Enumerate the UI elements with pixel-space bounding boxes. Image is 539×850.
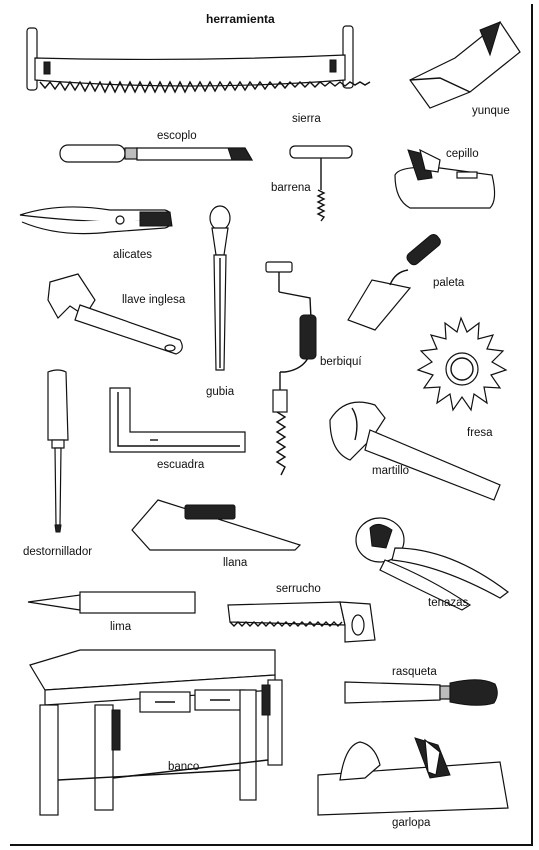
page-frame bbox=[10, 4, 533, 846]
label-escuadra: escuadra bbox=[157, 459, 205, 471]
rasqueta-drawing bbox=[344, 679, 498, 706]
fresa-drawing bbox=[416, 316, 508, 412]
banco-drawing bbox=[29, 649, 283, 816]
label-destornillador: destornillador bbox=[23, 546, 93, 558]
label-llave-inglesa: llave inglesa bbox=[122, 294, 186, 306]
yunque-drawing bbox=[409, 21, 521, 109]
llave-inglesa-drawing bbox=[47, 273, 183, 355]
label-tenazas: tenazas bbox=[428, 597, 469, 609]
label-paleta: paleta bbox=[433, 277, 465, 289]
label-martillo: martillo bbox=[372, 465, 410, 477]
tenazas-drawing bbox=[355, 517, 509, 611]
escoplo-drawing bbox=[59, 144, 254, 163]
label-alicates: alicates bbox=[113, 249, 152, 261]
garlopa-drawing bbox=[317, 737, 509, 816]
alicates-drawing bbox=[19, 206, 173, 235]
label-fresa: fresa bbox=[467, 427, 493, 439]
escuadra-drawing bbox=[109, 387, 246, 453]
label-sierra: sierra bbox=[292, 113, 321, 125]
gubia-drawing bbox=[209, 205, 231, 371]
berbiqui-drawing bbox=[265, 261, 317, 476]
martillo-drawing bbox=[329, 401, 501, 501]
barrena-drawing bbox=[289, 145, 353, 222]
label-escoplo: escoplo bbox=[157, 130, 197, 142]
llana-drawing bbox=[131, 499, 302, 551]
label-barrena: barrena bbox=[271, 182, 311, 194]
destornillador-drawing bbox=[47, 369, 69, 533]
label-berbiqui: berbiquí bbox=[320, 356, 362, 368]
label-garlopa: garlopa bbox=[392, 817, 431, 829]
label-serrucho: serrucho bbox=[276, 583, 321, 595]
serrucho-drawing bbox=[227, 601, 376, 643]
label-rasqueta: rasqueta bbox=[392, 666, 437, 678]
label-llana: llana bbox=[223, 557, 248, 569]
label-cepillo: cepillo bbox=[446, 148, 479, 160]
paleta-drawing bbox=[347, 233, 441, 331]
lima-drawing bbox=[27, 591, 196, 614]
label-gubia: gubia bbox=[206, 386, 235, 398]
cepillo-drawing bbox=[394, 148, 496, 209]
label-banco: banco bbox=[168, 761, 200, 773]
label-lima: lima bbox=[110, 621, 132, 633]
sierra-drawing bbox=[26, 25, 371, 94]
label-yunque: yunque bbox=[472, 105, 510, 117]
page-title: herramienta bbox=[206, 12, 275, 26]
